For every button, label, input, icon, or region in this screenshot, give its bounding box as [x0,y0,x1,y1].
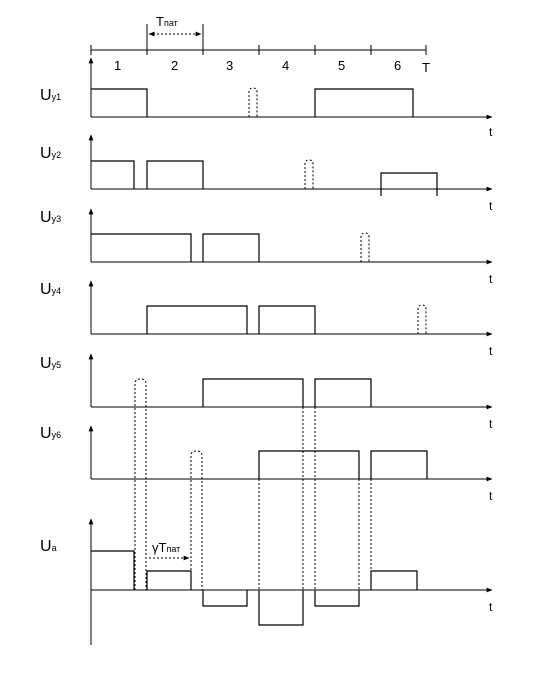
channel-uy5-pulse-2 [314,378,372,407]
channel-uy4-pulse-1 [146,305,248,334]
gamma-label: γTпат [152,540,180,555]
channel-uy1-t-label: t [489,125,493,139]
segment-2: 2 [171,58,178,73]
channel-uy5-pulse-1 [202,378,304,407]
period-label: Tпат [156,14,178,29]
ua-segment-2 [146,570,192,590]
channel-uy3-t-label: t [489,272,493,286]
channel-uy6: Uy6 t [40,425,493,503]
channel-uy3-label: Uy3 [40,209,61,226]
channel-uy1-label: Uy1 [40,87,61,104]
channel-uy3: Uy3 t [40,208,493,286]
channel-ua-t-label: t [489,600,493,614]
channel-ua: Ua t γTпат [40,518,493,645]
segment-4: 4 [282,58,289,73]
channel-uy4-t-label: t [489,344,493,358]
channel-uy1-pulse-1 [91,88,148,117]
period-end-label: T [422,60,430,75]
channel-uy6-pulse-1 [258,450,360,479]
connector-uy5-dashed [134,378,147,590]
ua-segment-1 [91,550,135,590]
channel-ua-label: Ua [40,538,57,555]
channel-uy5-label: Uy5 [40,355,61,372]
channel-uy4: Uy4 t [40,280,493,358]
ua-segment-3 [202,590,248,607]
channel-uy1: Uy1 t [40,57,493,139]
channel-uy2-t-label: t [489,199,493,213]
channel-uy2-label: Uy2 [40,145,61,162]
channel-uy2-pulse-2 [146,160,204,189]
channel-uy2-pulse-3 [380,172,438,196]
ua-segment-5 [314,590,360,607]
segment-3: 3 [226,58,233,73]
channel-uy4-label: Uy4 [40,281,61,298]
channel-uy3-dashed-pulse [360,232,370,262]
ruler-ticks [90,24,427,55]
connector-uy6-dashed [190,450,203,590]
channel-uy1-pulse-2 [314,88,414,117]
segment-5: 5 [338,58,345,73]
channel-uy6-t-label: t [489,489,493,503]
channel-uy5: Uy5 t [40,353,493,431]
ua-segment-4 [258,590,304,626]
channel-uy6-pulse-2 [370,450,428,479]
channel-uy3-pulse-2 [202,233,260,262]
period-ruler: Tпат 1 2 3 4 5 6 T [90,14,430,75]
channel-uy3-pulse-1 [91,233,192,262]
channel-uy5-t-label: t [489,417,493,431]
channel-uy1-dashed-pulse [248,87,258,117]
segment-1: 1 [114,58,121,73]
channel-uy4-dashed-pulse [417,304,427,334]
channel-uy2: Uy2 t [40,134,493,213]
channel-uy2-pulse-1 [91,160,135,189]
channel-uy6-label: Uy6 [40,425,61,442]
channel-uy4-pulse-2 [258,305,316,334]
channel-uy2-dashed-pulse [304,159,314,189]
segment-6: 6 [394,58,401,73]
ua-segment-6 [370,570,418,590]
